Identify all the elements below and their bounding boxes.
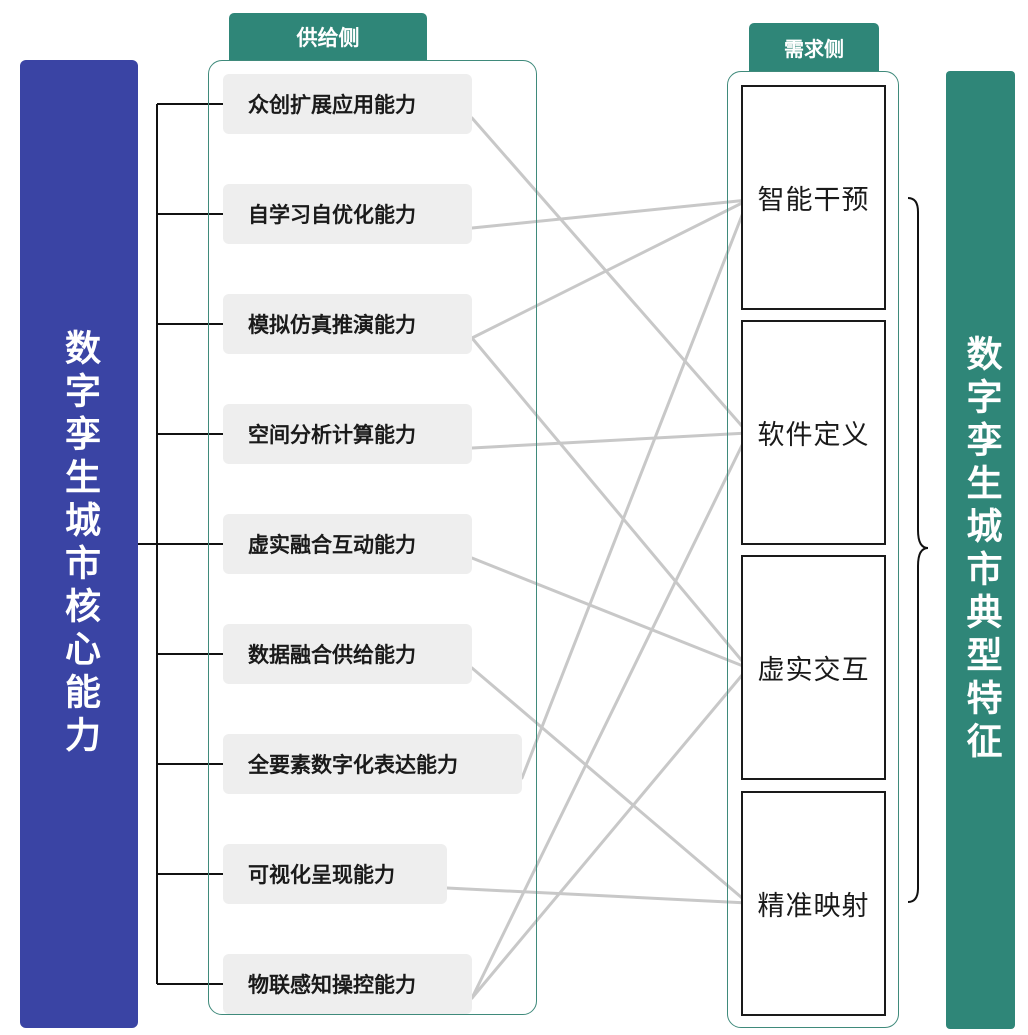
capability-item: 全要素数字化表达能力 bbox=[223, 734, 522, 794]
connector-line bbox=[470, 431, 750, 450]
supply-side-frame bbox=[208, 60, 537, 1015]
connector-line bbox=[470, 666, 750, 905]
connector-line bbox=[520, 198, 750, 780]
capability-item: 模拟仿真推演能力 bbox=[223, 294, 472, 354]
connector-line bbox=[470, 198, 750, 230]
capability-item: 众创扩展应用能力 bbox=[223, 74, 472, 134]
demand-side-tab: 需求侧 bbox=[749, 23, 879, 71]
feature-item: 智能干预 bbox=[741, 85, 886, 310]
core-capabilities-title: 数字孪生城市核心能力 bbox=[59, 329, 100, 759]
capability-item: 空间分析计算能力 bbox=[223, 404, 472, 464]
connector-line bbox=[470, 116, 750, 435]
feature-item: 软件定义 bbox=[741, 320, 886, 545]
connector-line bbox=[470, 666, 750, 1000]
feature-item: 虚实交互 bbox=[741, 555, 886, 780]
connector-line bbox=[470, 336, 750, 670]
bracket-tree bbox=[138, 103, 223, 985]
connector-line bbox=[470, 198, 750, 340]
supply-side-tab: 供给侧 bbox=[229, 13, 427, 60]
typical-features-title: 数字孪生城市典型特征 bbox=[960, 335, 1002, 765]
demand-side-frame bbox=[727, 71, 899, 1028]
core-capabilities-bar: 数字孪生城市核心能力 bbox=[20, 60, 138, 1028]
capability-item: 物联感知操控能力 bbox=[223, 954, 472, 1014]
capability-item: 虚实融合互动能力 bbox=[223, 514, 472, 574]
capability-item: 自学习自优化能力 bbox=[223, 184, 472, 244]
right-curly-brace bbox=[907, 197, 929, 903]
connector-line bbox=[470, 556, 750, 670]
capability-item: 可视化呈现能力 bbox=[223, 844, 447, 904]
capability-item: 数据融合供给能力 bbox=[223, 624, 472, 684]
typical-features-bar: 数字孪生城市典型特征 bbox=[946, 71, 1015, 1029]
cross-links bbox=[445, 116, 750, 1000]
connector-line bbox=[470, 431, 750, 1000]
connector-line bbox=[445, 886, 750, 905]
feature-item: 精准映射 bbox=[741, 791, 886, 1016]
